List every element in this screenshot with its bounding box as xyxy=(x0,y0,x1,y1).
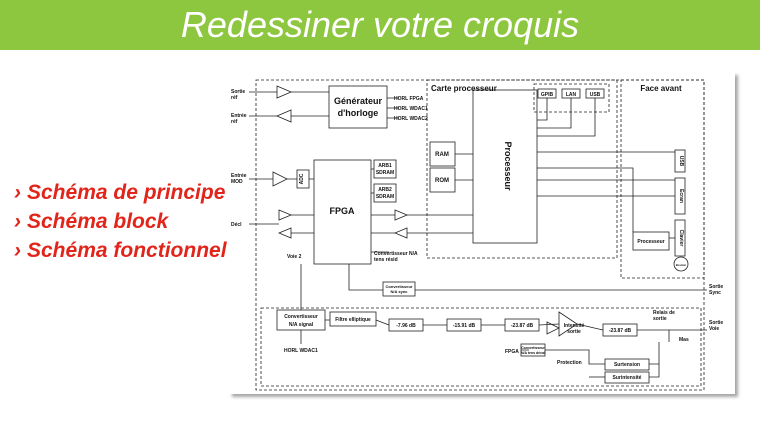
processeur-small-label: Processeur xyxy=(637,239,664,245)
filtre-block xyxy=(329,311,377,327)
horl-wdac1-label: HORL WDAC1 xyxy=(394,106,428,112)
sortie-voie-label: Voie xyxy=(709,326,719,332)
generateur-block xyxy=(328,85,388,129)
ampli-small xyxy=(546,321,560,335)
surtension-block xyxy=(604,358,650,371)
conv-dc-label: N/A tens décal xyxy=(521,351,545,355)
ram-label: RAM xyxy=(435,152,449,158)
bullet-marker: › xyxy=(14,210,21,233)
intensite-label: Intensité xyxy=(564,323,585,329)
att4-label: -23.87 dB xyxy=(609,328,632,334)
usb-side-block xyxy=(674,149,686,173)
processeur-small-block xyxy=(632,231,670,251)
horl-fpga-label: HORL FPGA xyxy=(394,96,424,102)
title-banner: Redessiner votre croquis xyxy=(0,0,760,50)
horl-wdac2-label: HORL WDAC2 xyxy=(394,116,428,122)
arb2-label: ARB2 xyxy=(378,187,392,193)
voie2-label: Voie 2 xyxy=(287,254,302,260)
bullet-item: › Schéma fonctionnel xyxy=(14,236,227,265)
carte-processeur-title: Carte processeur xyxy=(431,84,497,93)
fpga-block xyxy=(313,159,372,265)
att3-label: -23.87 dB xyxy=(511,323,534,329)
usb-side-label: USB xyxy=(678,156,684,167)
surtension-label: Surtension xyxy=(614,362,640,368)
decl-label: Décl xyxy=(231,222,242,228)
bouton-label: Bouton xyxy=(676,263,687,267)
sortie-ref-label: réf xyxy=(231,95,238,101)
slide-title: Redessiner votre croquis xyxy=(180,4,580,45)
filtre-label: Filtre elliptique xyxy=(335,317,371,323)
conv-signal-label: Convertisseur xyxy=(284,314,318,320)
bullet-item: › Schéma block xyxy=(14,207,227,236)
entree-mod-label: MOD xyxy=(231,179,243,185)
sortie-sync-label: Sortie xyxy=(709,284,723,290)
io-ports-frame xyxy=(533,83,610,113)
conv-tens-label: tens résid xyxy=(374,257,398,263)
fpga-small-label: FPGA xyxy=(505,349,519,355)
att2-label: -15.91 dB xyxy=(453,323,476,329)
conv-dc-label: Convertisseur xyxy=(521,346,545,350)
outer-frame xyxy=(255,79,705,391)
processeur-label: Processeur xyxy=(503,141,513,191)
bullet-text: Schéma de principe xyxy=(27,181,226,204)
bouton-icon xyxy=(673,256,689,272)
arb2-label: SDRAM xyxy=(376,194,394,200)
bullet-text: Schéma fonctionnel xyxy=(27,239,227,262)
bullet-text: Schéma block xyxy=(27,210,169,233)
bullet-marker: › xyxy=(14,181,21,204)
adc-label: ADC xyxy=(299,173,305,184)
ecran-label: Écran xyxy=(678,189,686,203)
face-avant-frame xyxy=(620,79,705,279)
protection-label: Protection xyxy=(557,360,582,366)
surintensite-block xyxy=(604,371,650,384)
processeur-block xyxy=(472,89,538,244)
usb-label: USB xyxy=(590,92,601,98)
sortie-voie-label: Sortie xyxy=(709,320,723,326)
bullet-marker: › xyxy=(14,239,21,262)
buffer-decl-1 xyxy=(278,209,293,221)
buffer-sortie-ref xyxy=(276,85,293,99)
surintensite-label: Surintensité xyxy=(613,375,642,381)
face-avant-title: Face avant xyxy=(640,84,682,93)
gpib-label: GPIB xyxy=(541,92,554,98)
arb1-label: ARB1 xyxy=(378,163,392,169)
arb1-label: SDRAM xyxy=(376,170,394,176)
block-diagram: Générateur d'horloge FPGA Processeur RAM… xyxy=(229,72,735,394)
buffer-entree-ref xyxy=(275,109,292,123)
output-stage-frame xyxy=(260,307,702,387)
bullet-item: › Schéma de principe xyxy=(14,178,227,207)
fpga-label: FPGA xyxy=(329,206,355,216)
relais-label: Relais de xyxy=(653,310,675,316)
carte-processeur-frame xyxy=(426,79,618,259)
rom-label: ROM xyxy=(435,178,449,184)
entree-ref-label: Entrée xyxy=(231,113,247,119)
generateur-label: d'horloge xyxy=(338,108,379,118)
clavier-label: Clavier xyxy=(678,230,684,247)
buffer-entree-mod xyxy=(272,171,288,187)
sortie-ref-label: Sortie xyxy=(231,89,245,95)
buffer-proc-2 xyxy=(393,227,408,239)
conv-signal-label: N/A signal xyxy=(289,322,314,328)
relais-label: sortie xyxy=(653,316,667,322)
mas-label: Mas xyxy=(679,337,689,343)
horl-wdac1-bottom-label: HORL WDAC1 xyxy=(284,348,318,354)
block-diagram-svg: Générateur d'horloge FPGA Processeur RAM… xyxy=(231,79,723,391)
conv-sync-label: Convertisseur xyxy=(386,284,413,289)
buffer-proc-1 xyxy=(394,209,409,221)
intensite-label: sortie xyxy=(567,329,581,335)
bullet-list: › Schéma de principe › Schéma block › Schém… xyxy=(14,178,227,265)
conv-sync-label: N/A sync xyxy=(391,289,409,294)
conv-sync-block xyxy=(382,281,416,297)
sortie-sync-label: Sync xyxy=(709,290,721,296)
lan-label: LAN xyxy=(566,92,577,98)
conv-tens-label: Convertisseur N/A xyxy=(374,251,418,257)
entree-ref-label: réf xyxy=(231,119,238,125)
entree-mod-label: Entrée xyxy=(231,173,247,179)
att1-label: -7.96 dB xyxy=(396,323,416,329)
generateur-label: Générateur xyxy=(334,96,383,106)
buffer-decl-2 xyxy=(277,227,292,239)
